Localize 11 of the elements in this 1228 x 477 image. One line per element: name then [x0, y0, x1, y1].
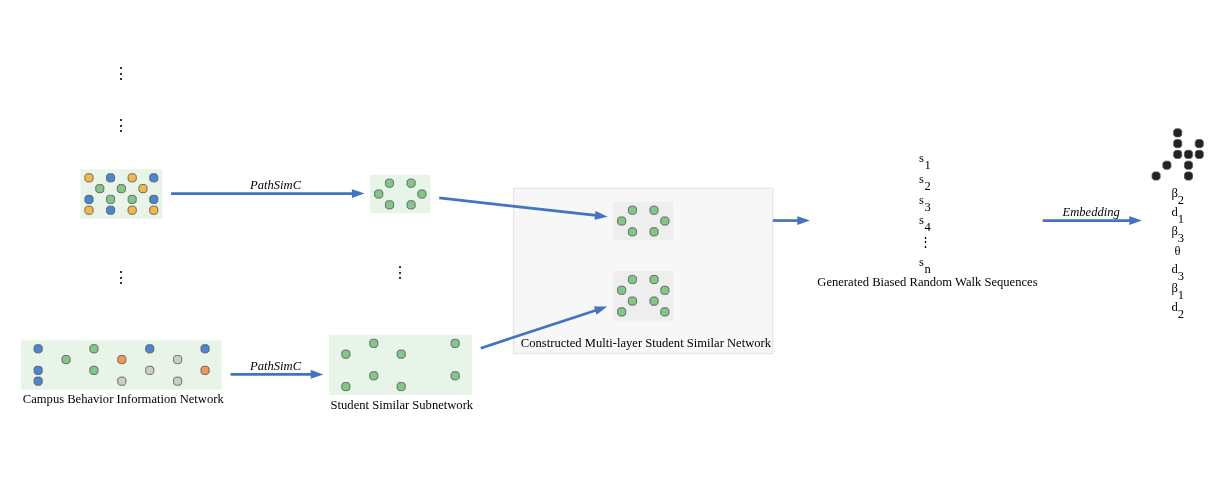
label: ⋮ [391, 263, 408, 282]
node-label: Generated Biased Random Walk Sequences [817, 274, 1038, 289]
label: ⋮ [112, 268, 129, 287]
edge-label: PathSimC [250, 358, 302, 373]
node-label: θ [1174, 243, 1181, 258]
edge-label: PathSimC [250, 177, 302, 192]
node-label: Campus Behavior Information Network [22, 391, 224, 406]
label: ⋮ [112, 116, 129, 135]
edge-label: Embedding [1062, 204, 1120, 219]
node-label: Student Similar Subnetwork [330, 397, 474, 412]
label: ⋮ [112, 64, 129, 83]
